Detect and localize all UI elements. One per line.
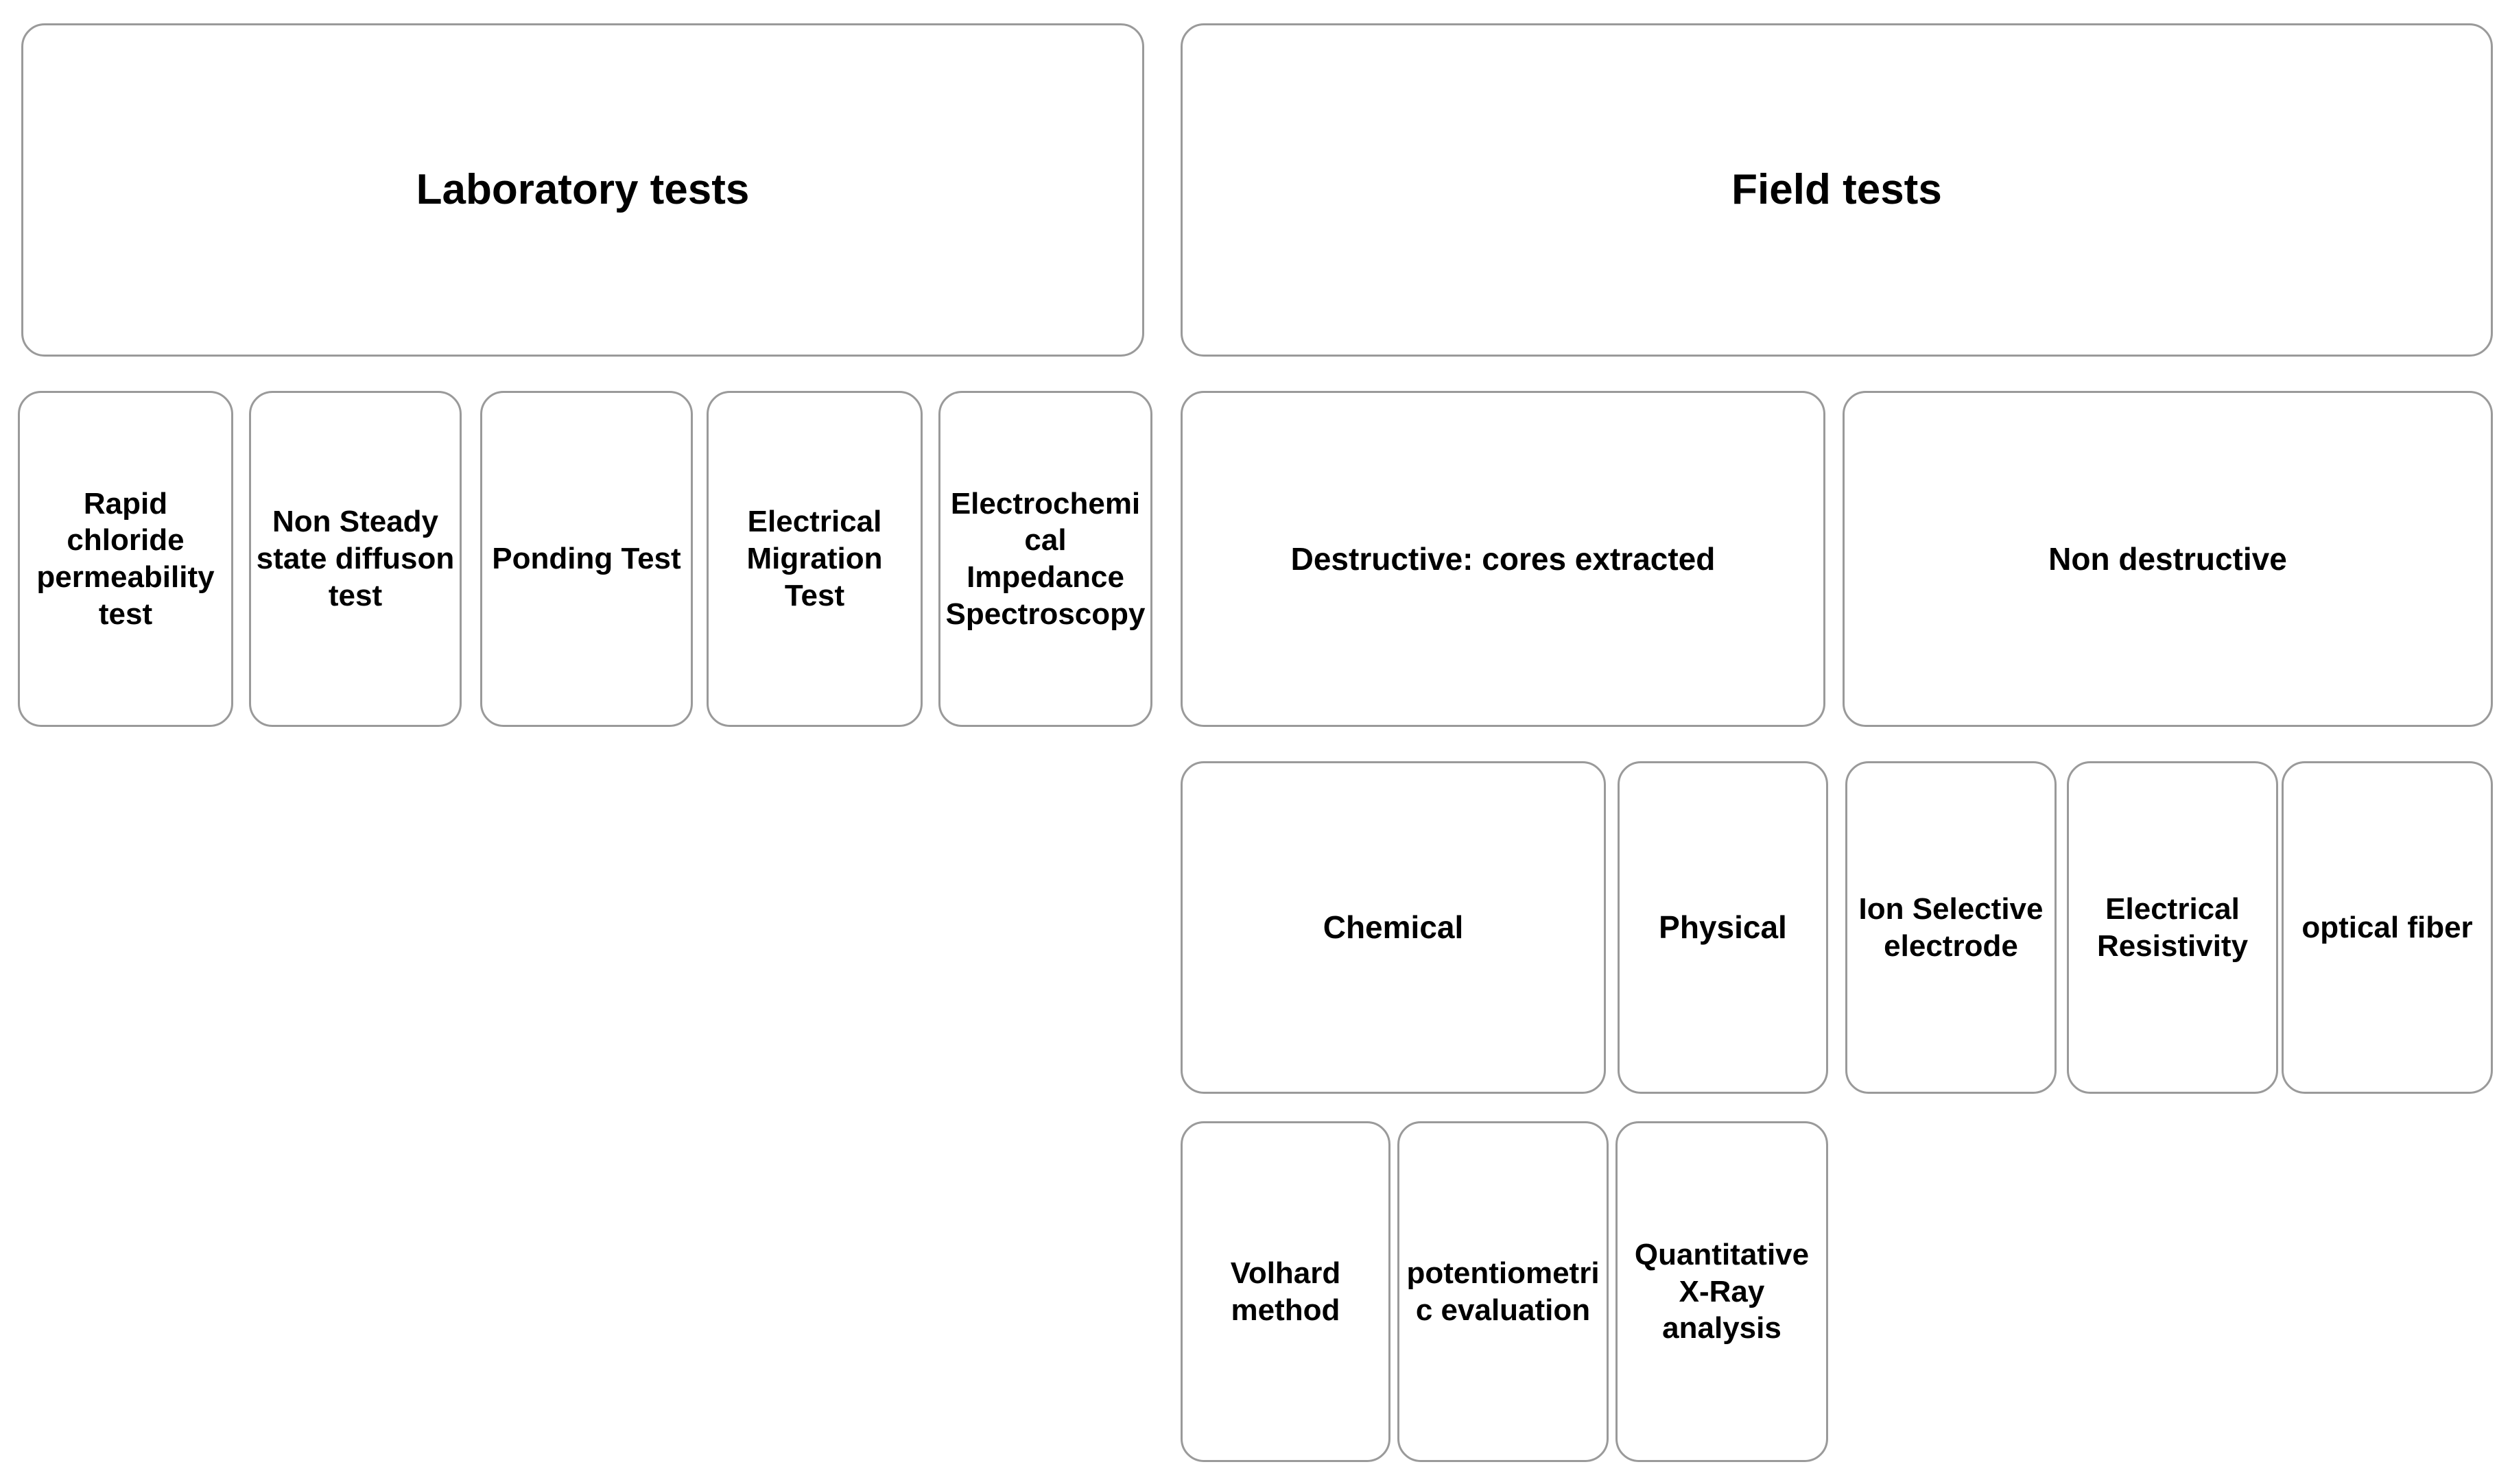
node-field-destructive[interactable]: Destructive: cores extracted bbox=[1181, 391, 1825, 727]
node-laboratory-tests-label: Laboratory tests bbox=[416, 166, 750, 214]
node-chemical-potentiometric-evaluation[interactable]: potentiometric evaluation bbox=[1397, 1121, 1609, 1462]
node-destructive-chemical-label: Chemical bbox=[1323, 909, 1464, 946]
node-field-tests-label: Field tests bbox=[1731, 166, 1942, 214]
node-lab-test-rapid-chloride-permeability[interactable]: Rapid chloride permeability test bbox=[18, 391, 233, 727]
node-lab-test-non-steady-state-diffuson-label: Non Steady state diffuson test bbox=[256, 505, 455, 612]
node-lab-test-rapid-chloride-permeability-label: Rapid chloride permeability test bbox=[36, 486, 215, 631]
node-chemical-quantitative-xray-analysis-label: Quantitative X-Ray analysis bbox=[1634, 1237, 1810, 1345]
node-field-non-destructive[interactable]: Non destructive bbox=[1843, 391, 2493, 727]
node-chemical-volhard-method[interactable]: Volhard method bbox=[1181, 1121, 1390, 1462]
node-laboratory-tests[interactable]: Laboratory tests bbox=[21, 23, 1144, 357]
node-chemical-volhard-method-label: Volhard method bbox=[1230, 1256, 1341, 1327]
node-lab-test-electrical-migration-label: Electrical Migration Test bbox=[746, 505, 883, 612]
node-destructive-physical[interactable]: Physical bbox=[1618, 761, 1828, 1094]
node-chemical-potentiometric-evaluation-label: potentiometric evaluation bbox=[1406, 1256, 1600, 1327]
node-nondestructive-optical-fiber[interactable]: optical fiber bbox=[2282, 761, 2493, 1094]
node-lab-test-electrochemical-impedance-spectroscopy-label: Electrochemical Impedance Spectroscopy bbox=[945, 486, 1146, 631]
node-chemical-quantitative-xray-analysis[interactable]: Quantitative X-Ray analysis bbox=[1615, 1121, 1828, 1462]
node-lab-test-ponding[interactable]: Ponding Test bbox=[480, 391, 693, 727]
node-nondestructive-electrical-resistivity[interactable]: Electrical Resistivity bbox=[2067, 761, 2278, 1094]
node-nondestructive-optical-fiber-label: optical fiber bbox=[2301, 910, 2473, 944]
node-nondestructive-ion-selective-electrode[interactable]: Ion Selective electrode bbox=[1845, 761, 2057, 1094]
node-field-tests[interactable]: Field tests bbox=[1181, 23, 2493, 357]
node-field-non-destructive-label: Non destructive bbox=[2048, 540, 2287, 577]
node-field-destructive-label: Destructive: cores extracted bbox=[1290, 540, 1716, 577]
node-lab-test-electrochemical-impedance-spectroscopy[interactable]: Electrochemical Impedance Spectroscopy bbox=[938, 391, 1152, 727]
node-nondestructive-ion-selective-electrode-label: Ion Selective electrode bbox=[1858, 891, 2044, 963]
node-destructive-physical-label: Physical bbox=[1659, 909, 1787, 946]
node-nondestructive-electrical-resistivity-label: Electrical Resistivity bbox=[2096, 891, 2249, 963]
node-lab-test-ponding-label: Ponding Test bbox=[492, 542, 681, 576]
node-lab-test-non-steady-state-diffuson[interactable]: Non Steady state diffuson test bbox=[249, 391, 462, 727]
node-lab-test-electrical-migration[interactable]: Electrical Migration Test bbox=[707, 391, 923, 727]
node-destructive-chemical[interactable]: Chemical bbox=[1181, 761, 1606, 1094]
